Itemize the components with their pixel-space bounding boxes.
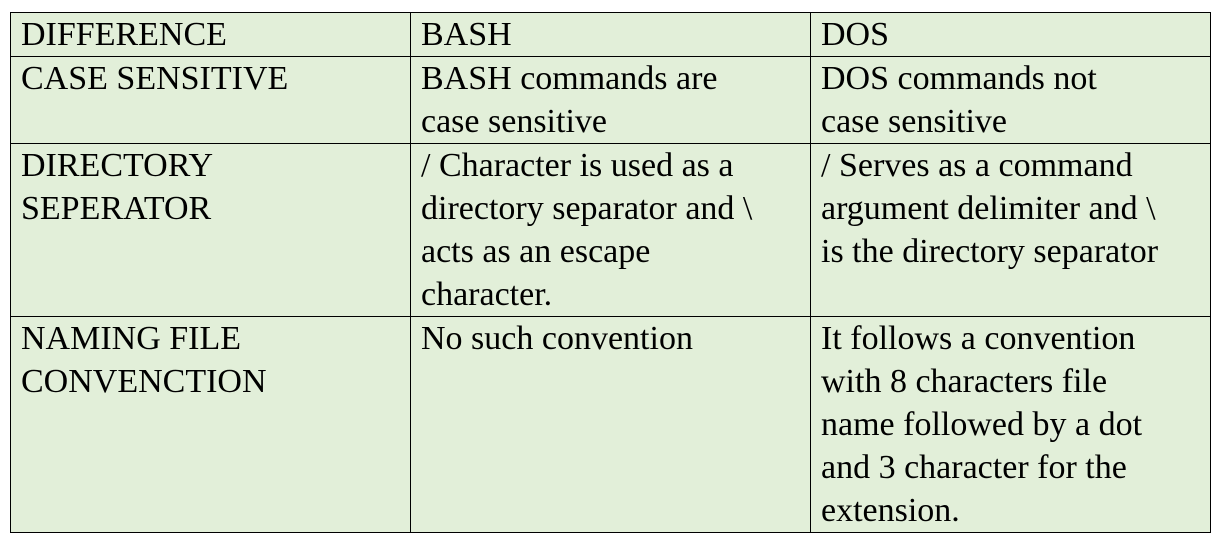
cell-text-line: name followed by a dot [821, 406, 1143, 443]
cell-dos: It follows a convention with 8 character… [810, 316, 1211, 533]
cell-bash: No such convention [410, 316, 811, 533]
header-dos-text: DOS [821, 16, 890, 53]
cell-text-line: DIRECTORY [21, 147, 214, 184]
header-bash-text: BASH [421, 16, 512, 53]
cell-text-line: / Serves as a command [821, 147, 1133, 184]
cell-text-line: SEPERATOR [21, 190, 212, 227]
cell-text-line: / Character is used as a [421, 147, 734, 184]
cell-text-line: acts as an escape [421, 233, 651, 270]
cell-text-line: with 8 characters file [821, 363, 1108, 400]
cell-text-line: case sensitive [821, 103, 1007, 140]
header-difference-text: DIFFERENCE [21, 16, 227, 53]
cell-text-line: It follows a convention [821, 320, 1136, 357]
cell-text-line: and 3 character for the [821, 449, 1127, 486]
cell-dos: / Serves as a command argument delimiter… [810, 143, 1211, 317]
header-bash: BASH [410, 12, 811, 57]
header-dos: DOS [810, 12, 1211, 57]
cell-text-line: character. [421, 276, 553, 313]
cell-text-line: case sensitive [421, 103, 607, 140]
cell-difference: DIRECTORY SEPERATOR [10, 143, 411, 317]
comparison-table-wrapper: DIFFERENCE BASH DOS CASE SENSITIVE BASH … [10, 12, 1211, 533]
cell-text-line: extension. [821, 492, 960, 529]
cell-text-line: DOS commands not [821, 60, 1097, 97]
cell-bash: BASH commands are case sensitive [410, 56, 811, 144]
cell-difference: NAMING FILE CONVENCTION [10, 316, 411, 533]
cell-text-line: BASH commands are [421, 60, 718, 97]
cell-text-line: CASE SENSITIVE [21, 60, 289, 97]
cell-text-line: No such convention [421, 320, 693, 357]
cell-difference: CASE SENSITIVE [10, 56, 411, 144]
header-row: DIFFERENCE BASH DOS [10, 12, 1211, 57]
cell-text-line: is the directory separator [821, 233, 1159, 270]
table-row-naming-file-convention: NAMING FILE CONVENCTION No such conventi… [10, 316, 1211, 533]
cell-bash: / Character is used as a directory separ… [410, 143, 811, 317]
cell-text-line: NAMING FILE [21, 320, 242, 357]
cell-text-line: CONVENCTION [21, 363, 267, 400]
cell-text-line: argument delimiter and \ [821, 190, 1156, 227]
bash-vs-dos-table: DIFFERENCE BASH DOS CASE SENSITIVE BASH … [10, 12, 1211, 533]
table-row-directory-separator: DIRECTORY SEPERATOR / Character is used … [10, 143, 1211, 317]
table-row-case-sensitive: CASE SENSITIVE BASH commands are case se… [10, 56, 1211, 144]
cell-text-line: directory separator and \ [421, 190, 753, 227]
cell-dos: DOS commands not case sensitive [810, 56, 1211, 144]
header-difference: DIFFERENCE [10, 12, 411, 57]
